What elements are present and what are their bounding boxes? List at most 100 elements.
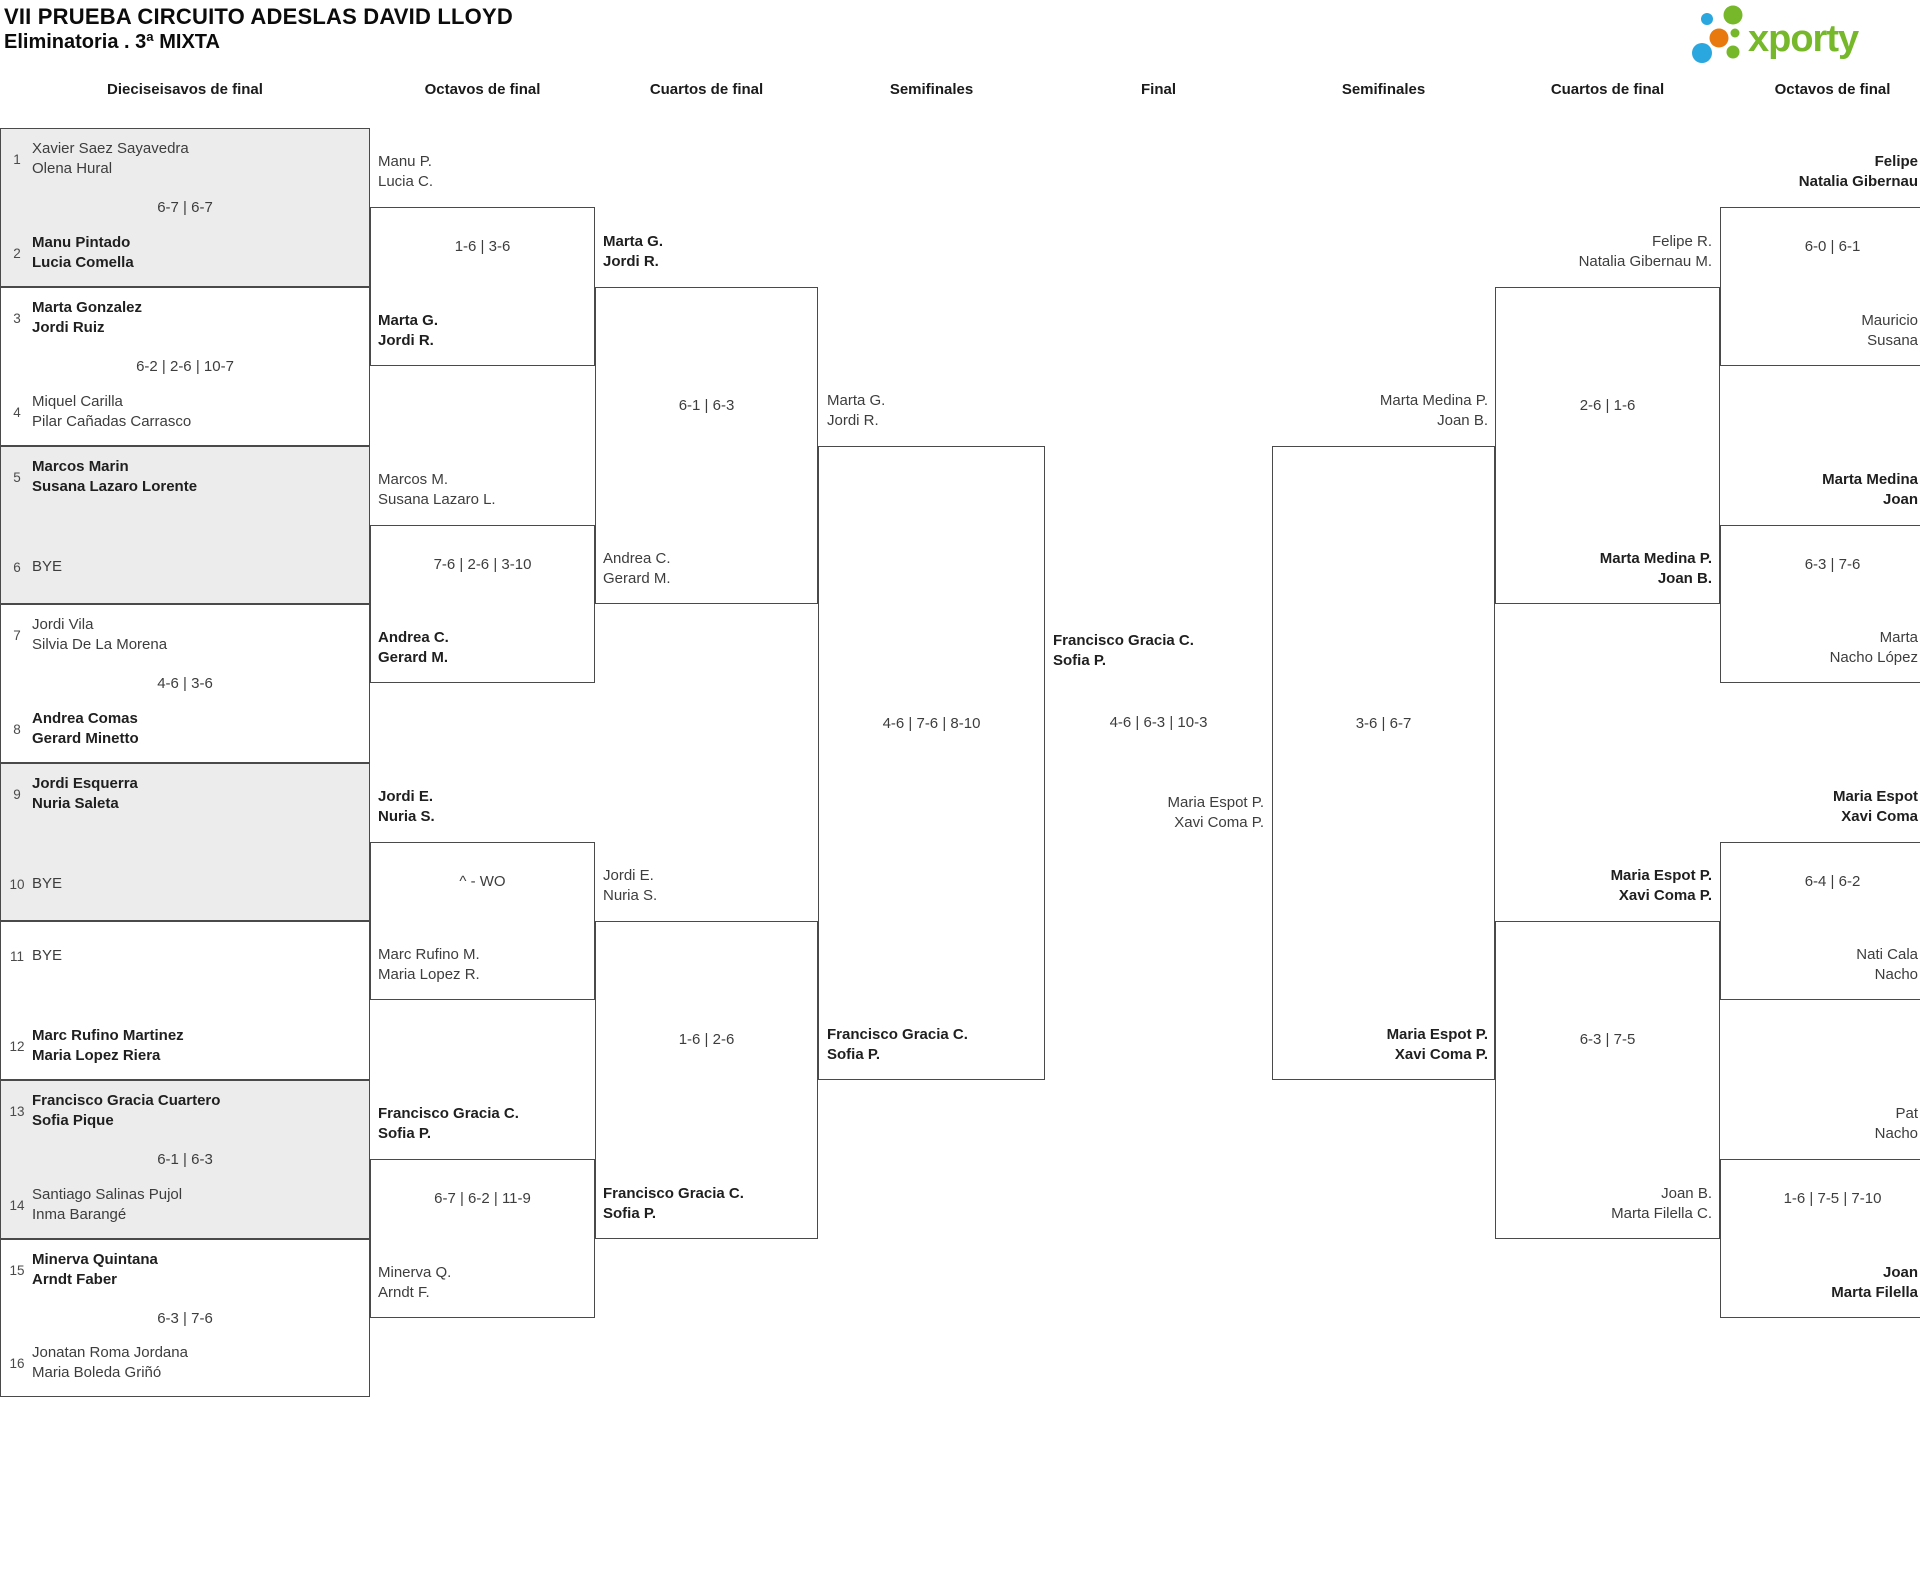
r32-match-1: 1 Xavier Saez Sayavedra Olena Hural 6-7 … — [0, 128, 370, 287]
team-row: 2 Manu Pintado Lucia Comella — [8, 233, 363, 273]
seed-number: 8 — [13, 721, 21, 737]
team-names: BYE — [32, 947, 63, 964]
final-score: 4-6 | 6-3 | 10-3 — [1109, 714, 1208, 731]
seed-number: 10 — [9, 876, 25, 892]
r32-match-3: 5 Marcos Marin Susana Lazaro Lorente 6 B… — [0, 446, 370, 604]
seed-number: 7 — [13, 627, 21, 643]
team-row: 6 BYE — [8, 557, 363, 577]
team-row: 9 Jordi Esquerra Nuria Saleta — [8, 774, 363, 814]
advancing-team: Felipe Natalia Gibernau — [1798, 153, 1918, 190]
match-score: 6-3 | 7-6 — [157, 1310, 213, 1327]
match-score: 1-6 | 2-6 — [678, 1031, 735, 1048]
advancing-team: Marta G. Jordi R. — [603, 233, 664, 270]
r32-match-8: 15 Minerva Quintana Arndt Faber 6-3 | 7-… — [0, 1239, 370, 1397]
r16-right-match-4: 1-6 | 7-5 | 7-10 — [1720, 1159, 1920, 1318]
r32-match-4: 7 Jordi Vila Silvia De La Morena 4-6 | 3… — [0, 604, 370, 763]
advancing-team: Joan Marta Filella — [1831, 1264, 1918, 1301]
match-score: 6-1 | 6-3 — [157, 1151, 213, 1168]
match-score: ^ - WO — [459, 873, 506, 890]
r16-right-match-1: 6-0 | 6-1 — [1720, 207, 1920, 366]
sf-left-match: 4-6 | 7-6 | 8-10 — [818, 446, 1045, 1080]
page-title: VII PRUEBA CIRCUITO ADESLAS DAVID LLOYD — [4, 4, 513, 29]
team-row: 12 Marc Rufino Martinez Maria Lopez Rier… — [8, 1026, 363, 1066]
r16-left-match-2: 7-6 | 2-6 | 3-10 — [370, 525, 595, 683]
r16-left-match-4: 6-7 | 6-2 | 11-9 — [370, 1159, 595, 1318]
seed-number: 3 — [13, 310, 21, 326]
advancing-team: Pat Nacho — [1874, 1105, 1918, 1142]
advancing-team: Minerva Q. Arndt F. — [378, 1264, 452, 1301]
match-score: 6-7 | 6-2 | 11-9 — [434, 1190, 531, 1207]
seed-number: 16 — [9, 1355, 25, 1371]
team-names: Jordi Vila Silvia De La Morena — [32, 616, 168, 653]
advancing-team: Marta Medina P. Joan B. — [1599, 550, 1712, 587]
match-score: 4-6 | 7-6 | 8-10 — [882, 715, 981, 732]
team-row: 11 BYE — [8, 946, 363, 966]
team-names: Xavier Saez Sayavedra Olena Hural — [32, 140, 189, 177]
logo-text: xporty — [1748, 18, 1859, 60]
logo-dot-blue-big — [1692, 43, 1712, 63]
r32-match-6: 11 BYE 12 Marc Rufino Martinez Maria Lop… — [0, 921, 370, 1080]
match-score: 2-6 | 1-6 — [1579, 397, 1636, 414]
advancing-team: Maria Espot Xavi Coma — [1832, 788, 1918, 825]
round-header-qf-right: Cuartos de final — [1550, 81, 1665, 98]
advancing-team: Marc Rufino M. Maria Lopez R. — [378, 946, 480, 983]
qf-left-match-1: 6-1 | 6-3 — [595, 287, 818, 604]
r16-right-match-3: 6-4 | 6-2 — [1720, 842, 1920, 1000]
team-row: 5 Marcos Marin Susana Lazaro Lorente — [8, 457, 363, 497]
team-names: Francisco Gracia Cuartero Sofia Pique — [32, 1092, 221, 1129]
advancing-team: Marta Nacho López — [1829, 629, 1918, 666]
advancing-team: Felipe R. Natalia Gibernau M. — [1578, 233, 1712, 270]
r32-match-7: 13 Francisco Gracia Cuartero Sofia Pique… — [0, 1080, 370, 1239]
round-header-qf-left: Cuartos de final — [649, 81, 764, 98]
team-names: Marta Gonzalez Jordi Ruiz — [32, 299, 143, 336]
advancing-team: Francisco Gracia C. Sofia P. — [603, 1185, 744, 1222]
team-row: 7 Jordi Vila Silvia De La Morena — [8, 615, 363, 655]
logo-dot-green-small — [1726, 45, 1740, 59]
match-score: 6-0 | 6-1 — [1804, 238, 1861, 255]
seed-number: 4 — [13, 404, 21, 420]
seed-number: 12 — [9, 1038, 25, 1054]
match-score: 1-6 | 3-6 — [454, 238, 511, 255]
advancing-team: Marta G. Jordi R. — [378, 312, 439, 349]
advancing-team: Andrea C. Gerard M. — [378, 629, 449, 666]
xporty-logo[interactable]: xporty — [1688, 2, 1878, 66]
team-names: Jordi Esquerra Nuria Saleta — [32, 775, 138, 812]
final-winner-team: Francisco Gracia C. Sofia P. — [1053, 632, 1194, 669]
match-score: 6-4 | 6-2 — [1804, 873, 1861, 890]
qf-right-match-2: 6-3 | 7-5 — [1495, 921, 1720, 1239]
round-header-sf-right: Semifinales — [1341, 81, 1426, 98]
match-score: 7-6 | 2-6 | 3-10 — [433, 556, 532, 573]
advancing-team: Marcos M. Susana Lazaro L. — [378, 471, 496, 508]
qf-left-match-2: 1-6 | 2-6 — [595, 921, 818, 1239]
advancing-team: Francisco Gracia C. Sofia P. — [827, 1026, 968, 1063]
qf-right-match-1: 2-6 | 1-6 — [1495, 287, 1720, 604]
team-names: Marc Rufino Martinez Maria Lopez Riera — [32, 1027, 184, 1064]
advancing-team: Manu P. Lucia C. — [378, 153, 434, 190]
seed-number: 11 — [9, 948, 24, 964]
match-score: 4-6 | 3-6 — [157, 675, 213, 692]
advancing-team: Marta G. Jordi R. — [827, 392, 886, 429]
team-names: Minerva Quintana Arndt Faber — [32, 1251, 158, 1288]
advancing-team: Jordi E. Nuria S. — [603, 867, 658, 904]
match-score: 6-3 | 7-6 — [1804, 556, 1861, 573]
seed-number: 13 — [9, 1103, 25, 1119]
team-names: BYE — [32, 875, 63, 892]
r32-match-2: 3 Marta Gonzalez Jordi Ruiz 6-2 | 2-6 | … — [0, 287, 370, 446]
r16-right-match-2: 6-3 | 7-6 — [1720, 525, 1920, 683]
team-names: Manu Pintado Lucia Comella — [32, 234, 134, 271]
match-score: 1-6 | 7-5 | 7-10 — [1783, 1190, 1882, 1207]
seed-number: 15 — [9, 1262, 25, 1278]
team-names: BYE — [32, 558, 63, 575]
advancing-team: Andrea C. Gerard M. — [603, 550, 671, 587]
final-runner-up-team: Maria Espot P. Xavi Coma P. — [1167, 794, 1264, 831]
team-names: Andrea Comas Gerard Minetto — [32, 710, 139, 747]
advancing-team: Mauricio Susana — [1861, 312, 1918, 349]
team-names: Marcos Marin Susana Lazaro Lorente — [32, 458, 198, 495]
match-score: 6-1 | 6-3 — [678, 397, 735, 414]
match-score: 6-2 | 2-6 | 10-7 — [136, 358, 234, 375]
team-names: Miquel Carilla Pilar Cañadas Carrasco — [32, 393, 192, 430]
advancing-team: Marta Medina P. Joan B. — [1379, 392, 1488, 429]
round-header-r16-left: Octavos de final — [424, 81, 541, 98]
logo-dot-blue-small — [1701, 13, 1713, 25]
